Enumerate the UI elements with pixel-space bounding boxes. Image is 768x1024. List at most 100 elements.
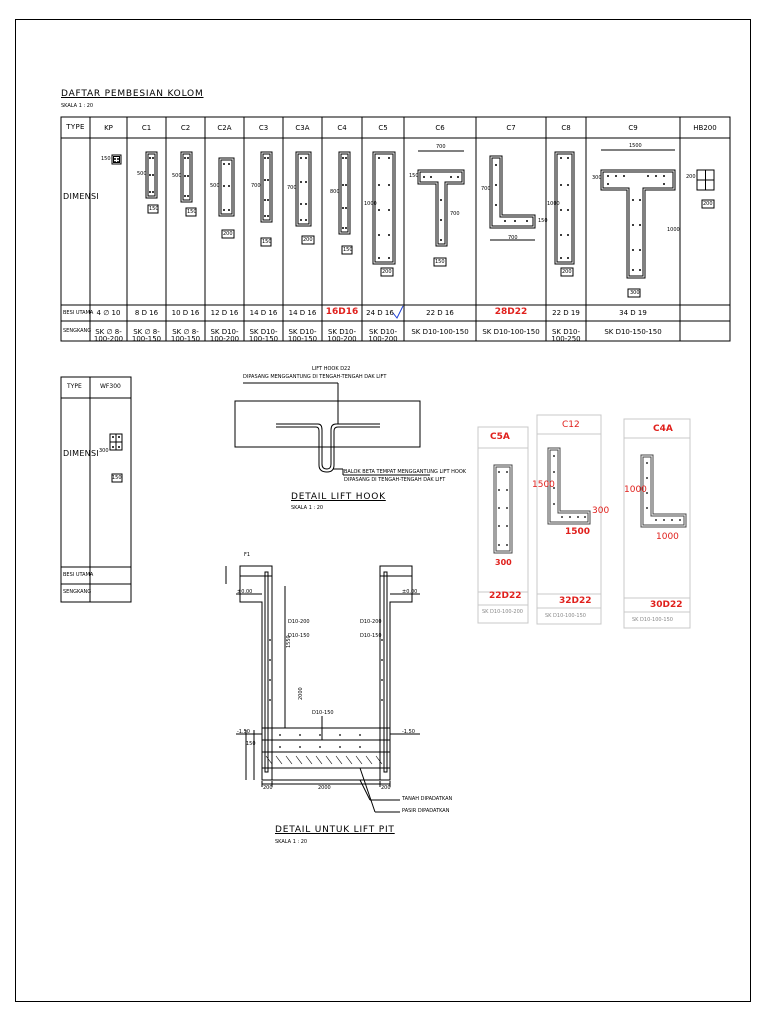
pit-note-pasir: PASIR DIPADATKAN <box>402 808 450 814</box>
pit-rebar-right-2: D10-150 <box>360 633 382 639</box>
main-c3: 14 D 16 <box>249 309 278 317</box>
dim-c8-v: 1000 <box>547 201 560 207</box>
dim-c9-top: 1500 <box>629 143 642 149</box>
col-type-c8: C8 <box>561 124 571 132</box>
main-c4: 16D16 <box>325 307 359 317</box>
main-c7: 28D22 <box>494 307 528 317</box>
pit-rebar-left-2: D10-150 <box>288 633 310 639</box>
main-c2a: 12 D 16 <box>210 309 239 317</box>
lift-hook-note-1: LIFT HOOK D22 <box>312 366 351 372</box>
stirrup-c6: SK D10-100-150 <box>411 328 469 336</box>
inset-c5a-dim: 300 <box>495 558 512 567</box>
col-type-c7: C7 <box>506 124 516 132</box>
inset-c12-dim-h: 1500 <box>565 527 591 537</box>
inset-c4a-stirrup: SK D10-100-150 <box>632 617 673 623</box>
col-type-c3: C3 <box>258 124 269 132</box>
column-sections <box>111 149 715 298</box>
inset-c4a-dim-h: 1000 <box>656 532 679 542</box>
main-c1: 8 D 16 <box>134 309 159 317</box>
inset-c12-type: C12 <box>562 420 580 430</box>
col-type-c3a: C3A <box>295 124 310 132</box>
main-bar-label: BESI UTAMA <box>63 310 94 316</box>
col-type-c2: C2 <box>180 124 191 132</box>
check-mark-icon <box>392 305 404 319</box>
wf-stirrup-label: SENGKANG <box>63 589 92 595</box>
dim-c6-top: 700 <box>436 144 446 150</box>
inset-c4a-type: C4A <box>653 424 673 434</box>
inset-c12-dim-v: 1500 <box>532 480 555 490</box>
pit-note-tanah: TANAH DIPADATKAN <box>402 796 453 802</box>
main-c9: 34 D 19 <box>619 309 647 317</box>
wf-dim-h: 150 <box>112 475 122 481</box>
stirrup-c9: SK D10-150-150 <box>604 328 662 336</box>
schedule-title: DAFTAR PEMBESIAN KOLOM <box>61 89 204 99</box>
lift-hook-note-2: DIPASANG MENGGANTUNG DI TENGAH-TENGAH DA… <box>243 374 387 380</box>
drawing-sheet-border <box>15 19 751 1002</box>
lift-pit-scale: SKALA 1 : 20 <box>275 839 308 845</box>
lift-hook-note-3: BALOK BETA TEMPAT MENGGANTUNG LIFT HOOK <box>344 469 467 475</box>
pit-dim-2000: 2000 <box>318 785 331 791</box>
lift-pit-title: DETAIL UNTUK LIFT PIT <box>275 825 395 835</box>
dim-c3-h: 150 <box>262 239 272 245</box>
dim-c1-v: 500 <box>137 171 147 177</box>
dim-c7-t: 150 <box>538 218 548 224</box>
main-c2: 10 D 16 <box>171 309 200 317</box>
dim-c2-h: 150 <box>187 209 197 215</box>
pit-dim-150: 150 <box>246 741 256 747</box>
main-c6: 22 D 16 <box>426 309 454 317</box>
stirrup-label: SENGKANG <box>63 328 92 334</box>
inset-c12-stirrup: SK D10-100-150 <box>545 613 586 619</box>
wf-dimension-label: DIMENSI <box>63 449 99 458</box>
inset-c5a-type: C5A <box>490 432 510 442</box>
inset-c4a-bars: 30D22 <box>650 600 683 610</box>
dim-c7-h: 700 <box>508 235 518 241</box>
dim-c3a-h: 200 <box>303 237 313 243</box>
wf-main-bar-label: BESI UTAMA <box>63 572 94 578</box>
stirrup-c2a: SK D10-100-200 <box>209 328 240 343</box>
stirrup-c3: SK D10-100-150 <box>248 328 279 343</box>
dimension-label: DIMENSI <box>63 192 99 201</box>
inset-c12-bars: 32D22 <box>559 596 592 606</box>
lift-hook-note-4: DIPASANG DI TENGAH-TENGAH DAK LIFT <box>344 477 446 483</box>
wf-type-label: TYPE <box>67 383 82 390</box>
dim-c9-web: 1000 <box>667 227 680 233</box>
pit-label-f1: F1 <box>244 552 251 558</box>
pit-level-left-bot: -1.50 <box>237 729 250 735</box>
dim-hb-h: 200 <box>703 201 713 207</box>
pit-level-right-bot: -1.50 <box>402 729 415 735</box>
col-type-c5: C5 <box>378 124 388 132</box>
dim-c2a-h: 200 <box>223 231 233 237</box>
dim-c3a-v: 700 <box>287 185 297 191</box>
stirrup-c8: SK D10-100-250 <box>551 328 581 343</box>
col-type-kp: KP <box>104 124 113 132</box>
inset-c5a-bars: 22D22 <box>489 591 522 601</box>
main-c5: 24 D 16 <box>366 309 394 317</box>
dim-c6-web: 700 <box>450 211 460 217</box>
stirrup-c5: SK D10-100-200 <box>368 328 398 343</box>
stirrup-kp: SK ∅ 8-100-200 <box>93 328 124 343</box>
dim-c2a-v: 500 <box>210 183 220 189</box>
wf-type-value: WF300 <box>100 383 121 390</box>
col-type-c6: C6 <box>435 124 445 132</box>
dim-c3-v: 700 <box>251 183 261 189</box>
dim-c6-flange: 150 <box>409 173 419 179</box>
inset-c4a-dim-v: 1000 <box>624 485 647 495</box>
dim-c9-flange: 300 <box>592 175 602 181</box>
dim-c4-h: 150 <box>343 247 353 253</box>
dim-c5-h: 200 <box>382 269 392 275</box>
dim-c9-bot: 300 <box>630 290 640 296</box>
inset-c12-dim-t: 300 <box>592 506 610 516</box>
col-type-c2a: C2A <box>217 124 232 132</box>
dim-c6-bot: 150 <box>435 259 445 265</box>
stirrup-c2: SK ∅ 8-100-150 <box>170 328 201 343</box>
col-type-hb200: HB200 <box>693 124 717 132</box>
stirrup-c3a: SK D10-100-150 <box>287 328 318 343</box>
main-c3a: 14 D 16 <box>288 309 317 317</box>
pit-dim-wall-left: 200 <box>263 785 273 791</box>
schedule-scale: SKALA 1 : 20 <box>61 103 94 109</box>
col-type-c4: C4 <box>337 124 347 132</box>
